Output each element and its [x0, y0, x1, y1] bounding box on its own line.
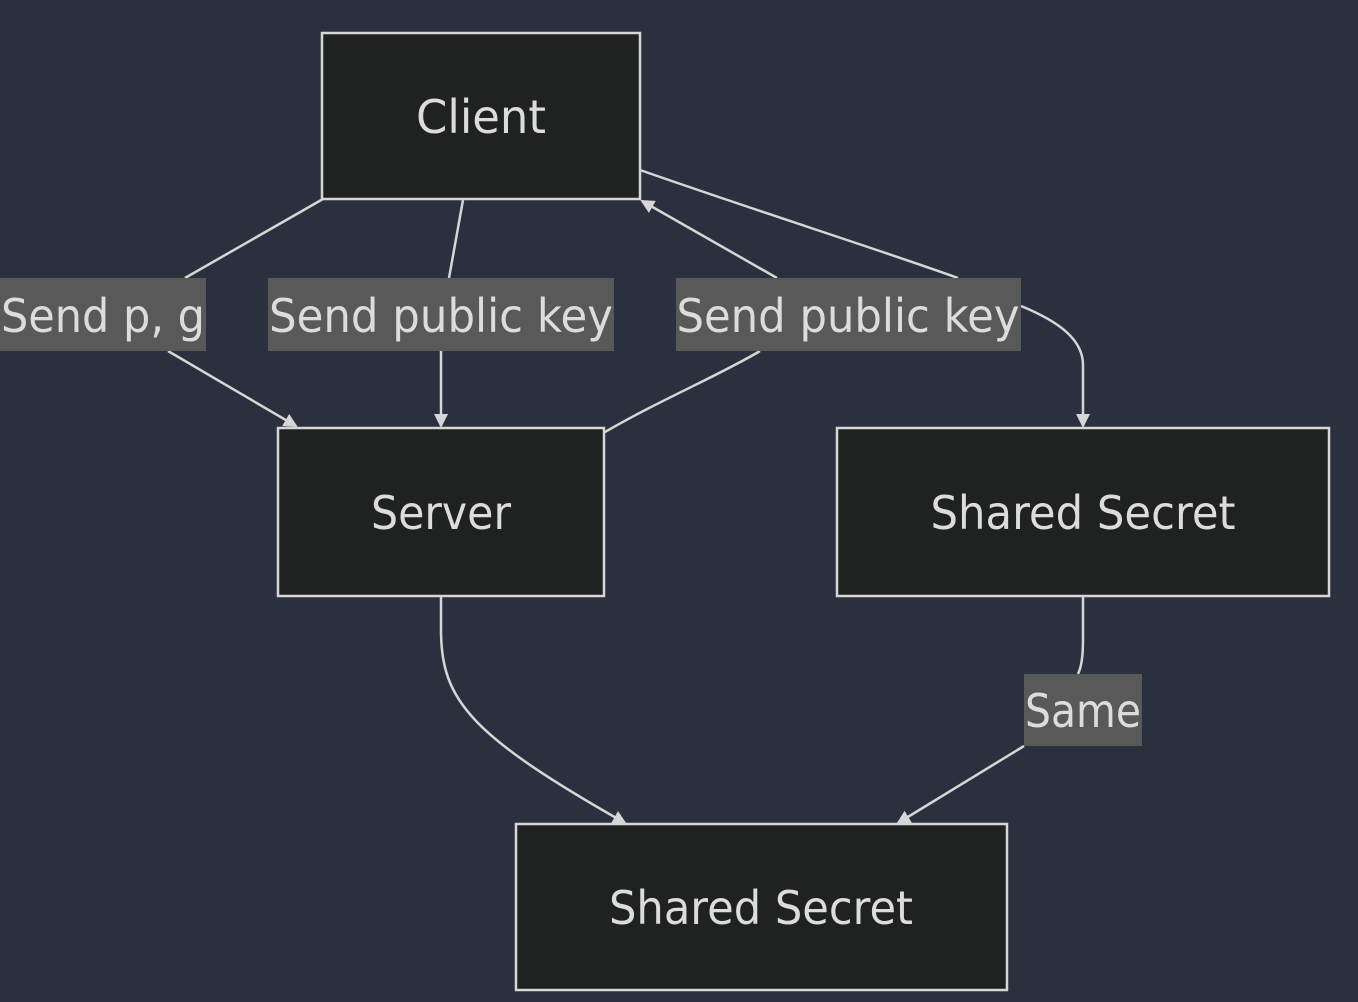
- node-server: Server: [276, 426, 606, 598]
- edge-label-send-public-key-left-text: Send public key: [269, 289, 613, 343]
- edge-label-send-p-g: Send p, g: [0, 278, 206, 351]
- edge-client-to-server-key: [441, 199, 465, 426]
- edge-server-to-client-key: [604, 201, 778, 434]
- node-shared-secret-right: Shared Secret: [835, 426, 1331, 598]
- node-shared-secret-right-label: Shared Secret: [931, 486, 1236, 540]
- edge-client-to-shared-secret-right: [639, 168, 1083, 426]
- edge-label-send-public-key-right-text: Send public key: [677, 289, 1020, 343]
- edge-label-send-public-key-right: Send public key: [676, 278, 1021, 351]
- node-client: Client: [320, 31, 642, 201]
- edge-label-send-p-g-text: Send p, g: [1, 289, 205, 343]
- node-server-label: Server: [371, 486, 511, 540]
- edge-shared-secret-right-to-bottom: [898, 597, 1085, 823]
- edge-server-to-shared-secret-bottom: [439, 597, 627, 825]
- edge-client-to-server-params: [167, 197, 324, 426]
- node-shared-secret-bottom-label: Shared Secret: [609, 881, 913, 935]
- edge-label-same-text: Same: [1025, 684, 1141, 738]
- node-client-label: Client: [416, 90, 546, 144]
- edge-label-send-public-key-left: Send public key: [268, 278, 614, 351]
- edge-label-same: Same: [1024, 674, 1142, 746]
- node-shared-secret-bottom: Shared Secret: [514, 822, 1009, 992]
